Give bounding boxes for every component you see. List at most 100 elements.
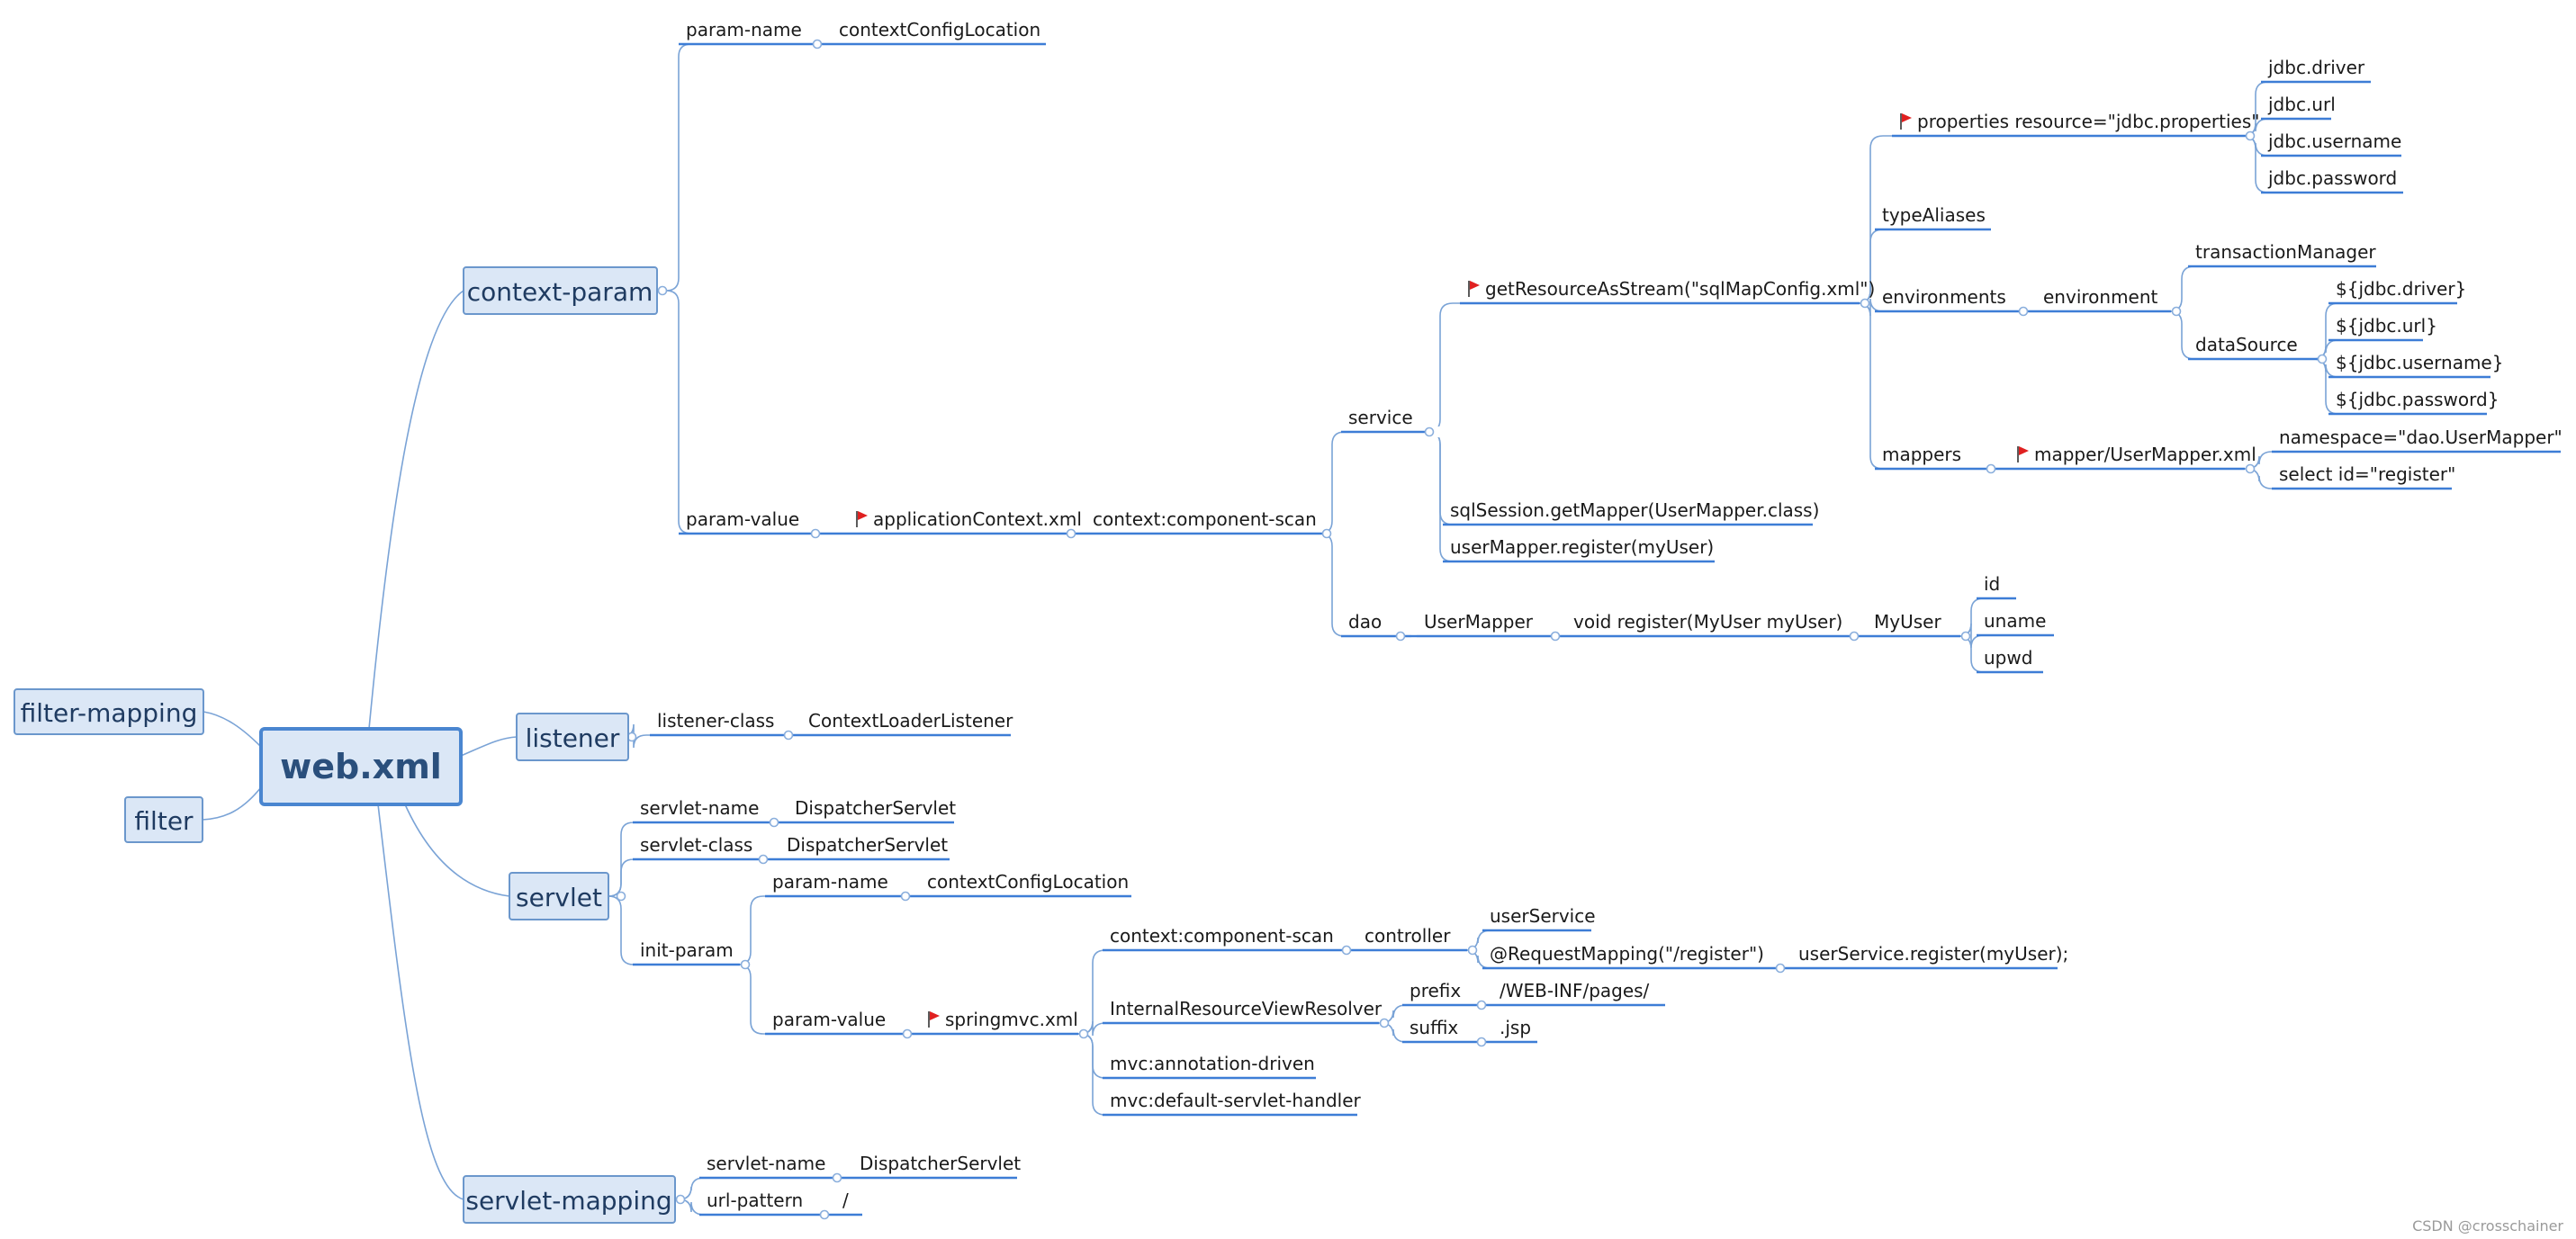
- node-field-uname[interactable]: uname: [1984, 610, 2046, 632]
- collapse-dot[interactable]: [769, 817, 779, 828]
- node-get-resource[interactable]: getResourceAsStream("sqlMapConfig.xml"): [1485, 278, 1875, 300]
- collapse-dot[interactable]: [2245, 130, 2256, 141]
- collapse-dot[interactable]: [1476, 1000, 1487, 1010]
- node-ip-context-config-location[interactable]: contextConfigLocation: [927, 871, 1129, 893]
- node-user-service[interactable]: userService: [1490, 905, 1596, 927]
- node-url-pattern[interactable]: url-pattern: [707, 1190, 803, 1211]
- node-jdbc-url[interactable]: jdbc.url: [2267, 94, 2336, 115]
- node-springmvc-xml[interactable]: springmvc.xml: [945, 1009, 1078, 1030]
- node-cp-component-scan[interactable]: context:component-scan: [1093, 508, 1317, 530]
- node-namespace[interactable]: namespace="dao.UserMapper": [2279, 426, 2562, 448]
- node-url-value[interactable]: /: [842, 1190, 849, 1211]
- collapse-dot[interactable]: [810, 528, 821, 539]
- node-mappers[interactable]: mappers: [1882, 444, 1961, 465]
- node-ds-url[interactable]: ${jdbc.url}: [2336, 315, 2437, 337]
- node-ds-username[interactable]: ${jdbc.username}: [2336, 352, 2503, 373]
- node-field-id[interactable]: id: [1984, 573, 2000, 595]
- collapse-dot[interactable]: [2171, 306, 2182, 317]
- collapse-dot[interactable]: [2018, 306, 2029, 317]
- node-controller[interactable]: controller: [1365, 925, 1451, 947]
- node-mapper-xml[interactable]: mapper/UserMapper.xml: [2034, 444, 2256, 465]
- collapse-dot[interactable]: [2317, 354, 2328, 364]
- collapse-dot[interactable]: [1860, 298, 1870, 309]
- node-transaction-manager[interactable]: transactionManager: [2195, 241, 2376, 263]
- branch-filter[interactable]: filter: [124, 796, 203, 843]
- collapse-dot[interactable]: [657, 285, 668, 296]
- node-type-aliases[interactable]: typeAliases: [1882, 204, 1986, 226]
- branch-servlet-mapping[interactable]: servlet-mapping: [463, 1175, 676, 1224]
- node-my-user[interactable]: MyUser: [1874, 611, 1941, 633]
- node-context-loader-listener[interactable]: ContextLoaderListener: [808, 710, 1013, 732]
- collapse-dot[interactable]: [812, 39, 823, 49]
- collapse-dot[interactable]: [1550, 631, 1561, 642]
- node-sm-servlet-name[interactable]: servlet-name: [707, 1153, 825, 1174]
- root-node[interactable]: web.xml: [259, 727, 463, 806]
- node-ip-param-value[interactable]: param-value: [772, 1009, 886, 1030]
- node-field-upwd[interactable]: upwd: [1984, 647, 2032, 669]
- node-sv-servlet-class[interactable]: servlet-class: [640, 834, 752, 856]
- node-properties-resource[interactable]: properties resource="jdbc.properties": [1917, 111, 2259, 132]
- collapse-dot[interactable]: [675, 1194, 686, 1205]
- collapse-dot[interactable]: [832, 1172, 842, 1183]
- node-sql-session[interactable]: sqlSession.getMapper(UserMapper.class): [1450, 499, 1819, 521]
- node-default-servlet-handler[interactable]: mvc:default-servlet-handler: [1110, 1090, 1362, 1111]
- node-user-service-register[interactable]: userService.register(myUser);: [1798, 943, 2068, 965]
- node-annotation-driven[interactable]: mvc:annotation-driven: [1110, 1053, 1315, 1074]
- node-mvc-component-scan[interactable]: context:component-scan: [1110, 925, 1334, 947]
- collapse-dot[interactable]: [1775, 963, 1786, 974]
- node-prefix[interactable]: prefix: [1410, 980, 1461, 1001]
- node-ip-param-name[interactable]: param-name: [772, 871, 888, 893]
- collapse-dot[interactable]: [900, 891, 911, 902]
- collapse-dot[interactable]: [1379, 1018, 1390, 1028]
- collapse-dot[interactable]: [1467, 945, 1478, 956]
- collapse-dot[interactable]: [1986, 463, 1996, 474]
- collapse-dot[interactable]: [819, 1209, 830, 1220]
- node-void-register[interactable]: void register(MyUser myUser): [1573, 611, 1842, 633]
- branch-servlet[interactable]: servlet: [509, 872, 609, 920]
- node-jdbc-username[interactable]: jdbc.username: [2267, 130, 2401, 152]
- collapse-dot[interactable]: [1424, 426, 1435, 437]
- collapse-dot[interactable]: [740, 959, 751, 970]
- node-init-param[interactable]: init-param: [640, 939, 734, 961]
- branch-filter-mapping[interactable]: filter-mapping: [14, 688, 204, 735]
- node-environments[interactable]: environments: [1882, 286, 2006, 308]
- node-suffix[interactable]: suffix: [1410, 1017, 1458, 1038]
- node-sv-dispatcher-1[interactable]: DispatcherServlet: [795, 797, 956, 819]
- node-jdbc-password[interactable]: jdbc.password: [2267, 167, 2397, 189]
- collapse-dot[interactable]: [1078, 1028, 1089, 1039]
- collapse-dot[interactable]: [902, 1028, 913, 1039]
- node-sv-servlet-name[interactable]: servlet-name: [640, 797, 759, 819]
- node-cp-param-value[interactable]: param-value: [686, 508, 799, 530]
- node-sm-dispatcher[interactable]: DispatcherServlet: [860, 1153, 1021, 1174]
- node-ds-password[interactable]: ${jdbc.password}: [2336, 389, 2499, 410]
- node-select-id[interactable]: select id="register": [2279, 463, 2455, 485]
- node-dao[interactable]: dao: [1348, 611, 1382, 633]
- node-request-mapping[interactable]: @RequestMapping("/register"): [1490, 943, 1764, 965]
- node-jdbc-driver[interactable]: jdbc.driver: [2267, 57, 2365, 78]
- node-view-resolver[interactable]: InternalResourceViewResolver: [1110, 998, 1383, 1019]
- node-prefix-value[interactable]: /WEB-INF/pages/: [1500, 980, 1650, 1001]
- node-data-source[interactable]: dataSource: [2195, 334, 2298, 355]
- node-cp-param-name[interactable]: param-name: [686, 19, 802, 40]
- collapse-dot[interactable]: [1341, 945, 1352, 956]
- collapse-dot[interactable]: [616, 891, 626, 902]
- node-service[interactable]: service: [1348, 407, 1413, 428]
- collapse-dot[interactable]: [1395, 631, 1406, 642]
- branch-context-param[interactable]: context-param: [463, 266, 658, 315]
- node-cp-context-config-location[interactable]: contextConfigLocation: [839, 19, 1040, 40]
- node-ds-driver[interactable]: ${jdbc.driver}: [2336, 278, 2466, 300]
- collapse-dot[interactable]: [1960, 631, 1971, 642]
- collapse-dot[interactable]: [758, 854, 769, 865]
- collapse-dot[interactable]: [2245, 463, 2256, 474]
- node-environment[interactable]: environment: [2043, 286, 2158, 308]
- collapse-dot[interactable]: [1476, 1037, 1487, 1047]
- collapse-dot[interactable]: [1066, 528, 1076, 539]
- node-user-mapper-register[interactable]: userMapper.register(myUser): [1450, 536, 1714, 558]
- node-listener-class[interactable]: listener-class: [657, 710, 774, 732]
- branch-listener[interactable]: listener: [516, 713, 629, 761]
- collapse-dot[interactable]: [1321, 528, 1332, 539]
- node-sv-dispatcher-2[interactable]: DispatcherServlet: [787, 834, 948, 856]
- collapse-dot[interactable]: [1849, 631, 1860, 642]
- node-user-mapper[interactable]: UserMapper: [1424, 611, 1534, 633]
- node-cp-application-context[interactable]: applicationContext.xml: [873, 508, 1082, 530]
